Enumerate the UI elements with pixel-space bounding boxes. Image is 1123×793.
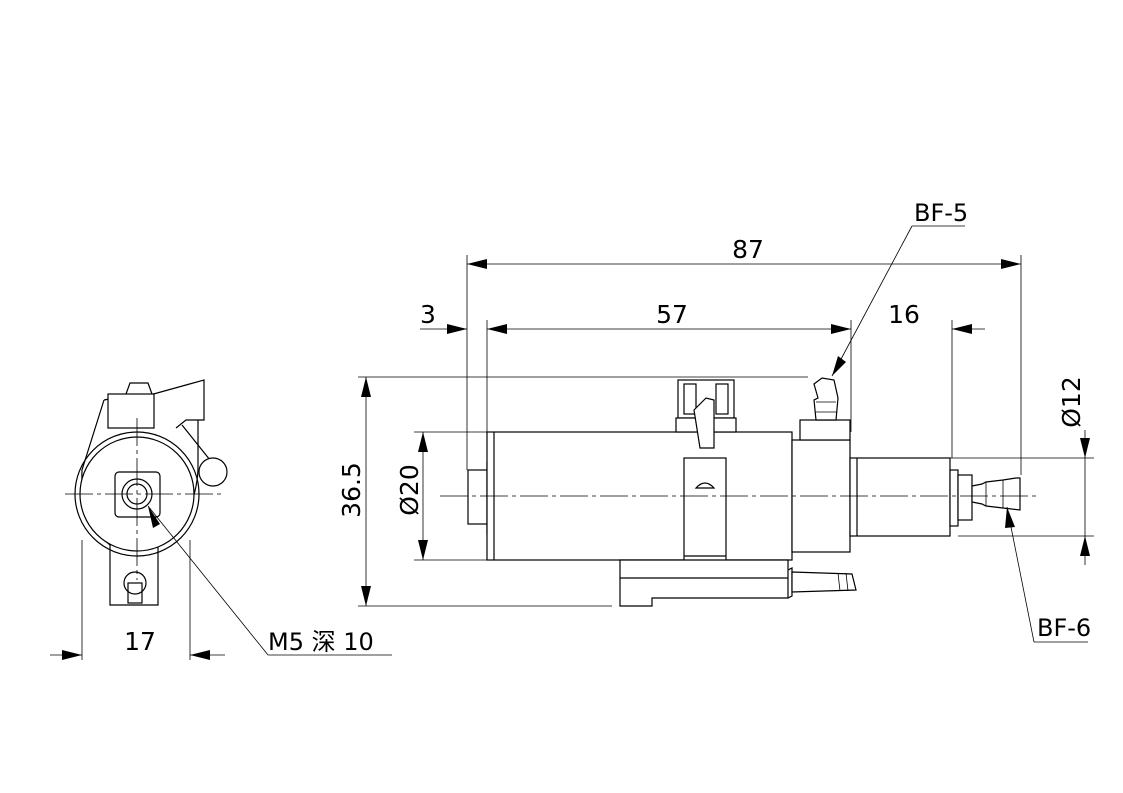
fitting-callouts: BF-5 BF-6: [831, 199, 1091, 643]
callout-top-fitting: BF-5: [914, 199, 968, 227]
front-view: [440, 377, 1040, 607]
callout-rear-fitting: BF-6: [1037, 614, 1091, 642]
callout-thread: M5 深 10: [268, 628, 374, 656]
dim-side-width: 17: [124, 627, 156, 656]
dim-tail-length: 16: [888, 300, 920, 329]
dimension-lines: 87 3 57 16 36.5 Ø20 Ø12: [337, 235, 1094, 607]
dim-height: 36.5: [337, 462, 366, 518]
dim-body-length: 57: [656, 300, 688, 329]
dim-flange-thickness: 3: [420, 300, 436, 329]
dim-body-diameter: Ø20: [395, 464, 424, 516]
dim-overall-length: 87: [732, 235, 764, 264]
end-view: 17 M5 深 10: [50, 379, 392, 660]
dim-tail-diameter: Ø12: [1057, 376, 1086, 428]
